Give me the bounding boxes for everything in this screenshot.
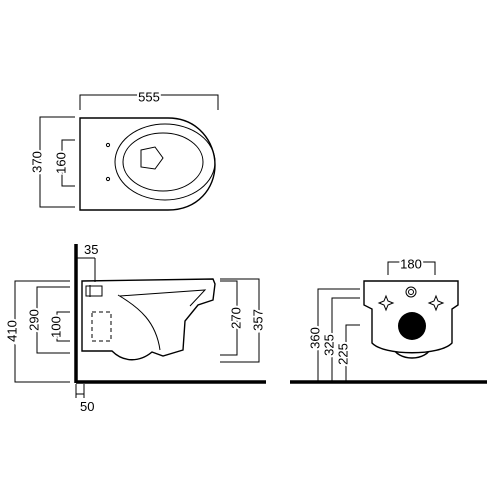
side-view-bowl-profile: [81, 278, 216, 361]
dim-side-wall-offset: 50: [80, 399, 94, 414]
dim-line-410: [14, 280, 70, 383]
side-view-fixing-plate: [91, 311, 112, 342]
front-view-inlet-outer: [405, 286, 417, 298]
front-view-fixing-left: [377, 294, 395, 312]
dim-line-180: [387, 261, 436, 275]
dim-top-width: 555: [138, 89, 160, 104]
dim-line-325: [331, 297, 360, 382]
side-view-rim-line: [119, 289, 207, 307]
dim-top-seat: 160: [53, 152, 68, 174]
dim-side-height-357: 357: [250, 309, 265, 331]
top-view-rim: [114, 123, 216, 201]
dim-line-100: [56, 311, 70, 342]
dim-side-total-height: 410: [4, 320, 19, 342]
dim-side-height-270: 270: [228, 307, 243, 329]
top-view-bowl-inner: [122, 132, 204, 192]
front-view-outlet: [398, 312, 426, 340]
dim-line-290: [36, 286, 70, 354]
dim-side-height-100: 100: [48, 316, 63, 338]
side-view-outlet: [85, 285, 103, 297]
top-view: 555 370 160: [27, 87, 219, 211]
dim-line-top-seat: [61, 139, 75, 187]
dim-line-270: [220, 280, 238, 356]
fixing-hole-bottom: [105, 176, 111, 182]
fixing-hole-top: [105, 142, 111, 148]
side-view: 35 410 290 100 270 357 50: [2, 242, 267, 414]
side-view-inner-curve: [117, 294, 161, 351]
dim-side-offset-top: 35: [84, 242, 98, 257]
dim-line-357: [220, 278, 260, 363]
dim-top-height: 370: [29, 151, 44, 173]
dim-line-top-height: [39, 116, 75, 208]
front-view-inlet-inner: [408, 289, 414, 295]
top-view-drain: [140, 146, 164, 170]
dim-side-height-290: 290: [26, 309, 41, 331]
dim-line-225: [345, 324, 360, 382]
dim-front-height-225: 225: [335, 343, 350, 365]
front-view-fixing-right: [427, 294, 445, 312]
dim-front-height-360: 360: [307, 327, 322, 349]
dim-line-top-width: [79, 94, 219, 110]
dim-front-height-325: 325: [321, 334, 336, 356]
dim-line-360: [317, 288, 360, 382]
dim-front-width: 180: [400, 256, 422, 271]
front-view: 180 360 325 225: [290, 254, 487, 384]
